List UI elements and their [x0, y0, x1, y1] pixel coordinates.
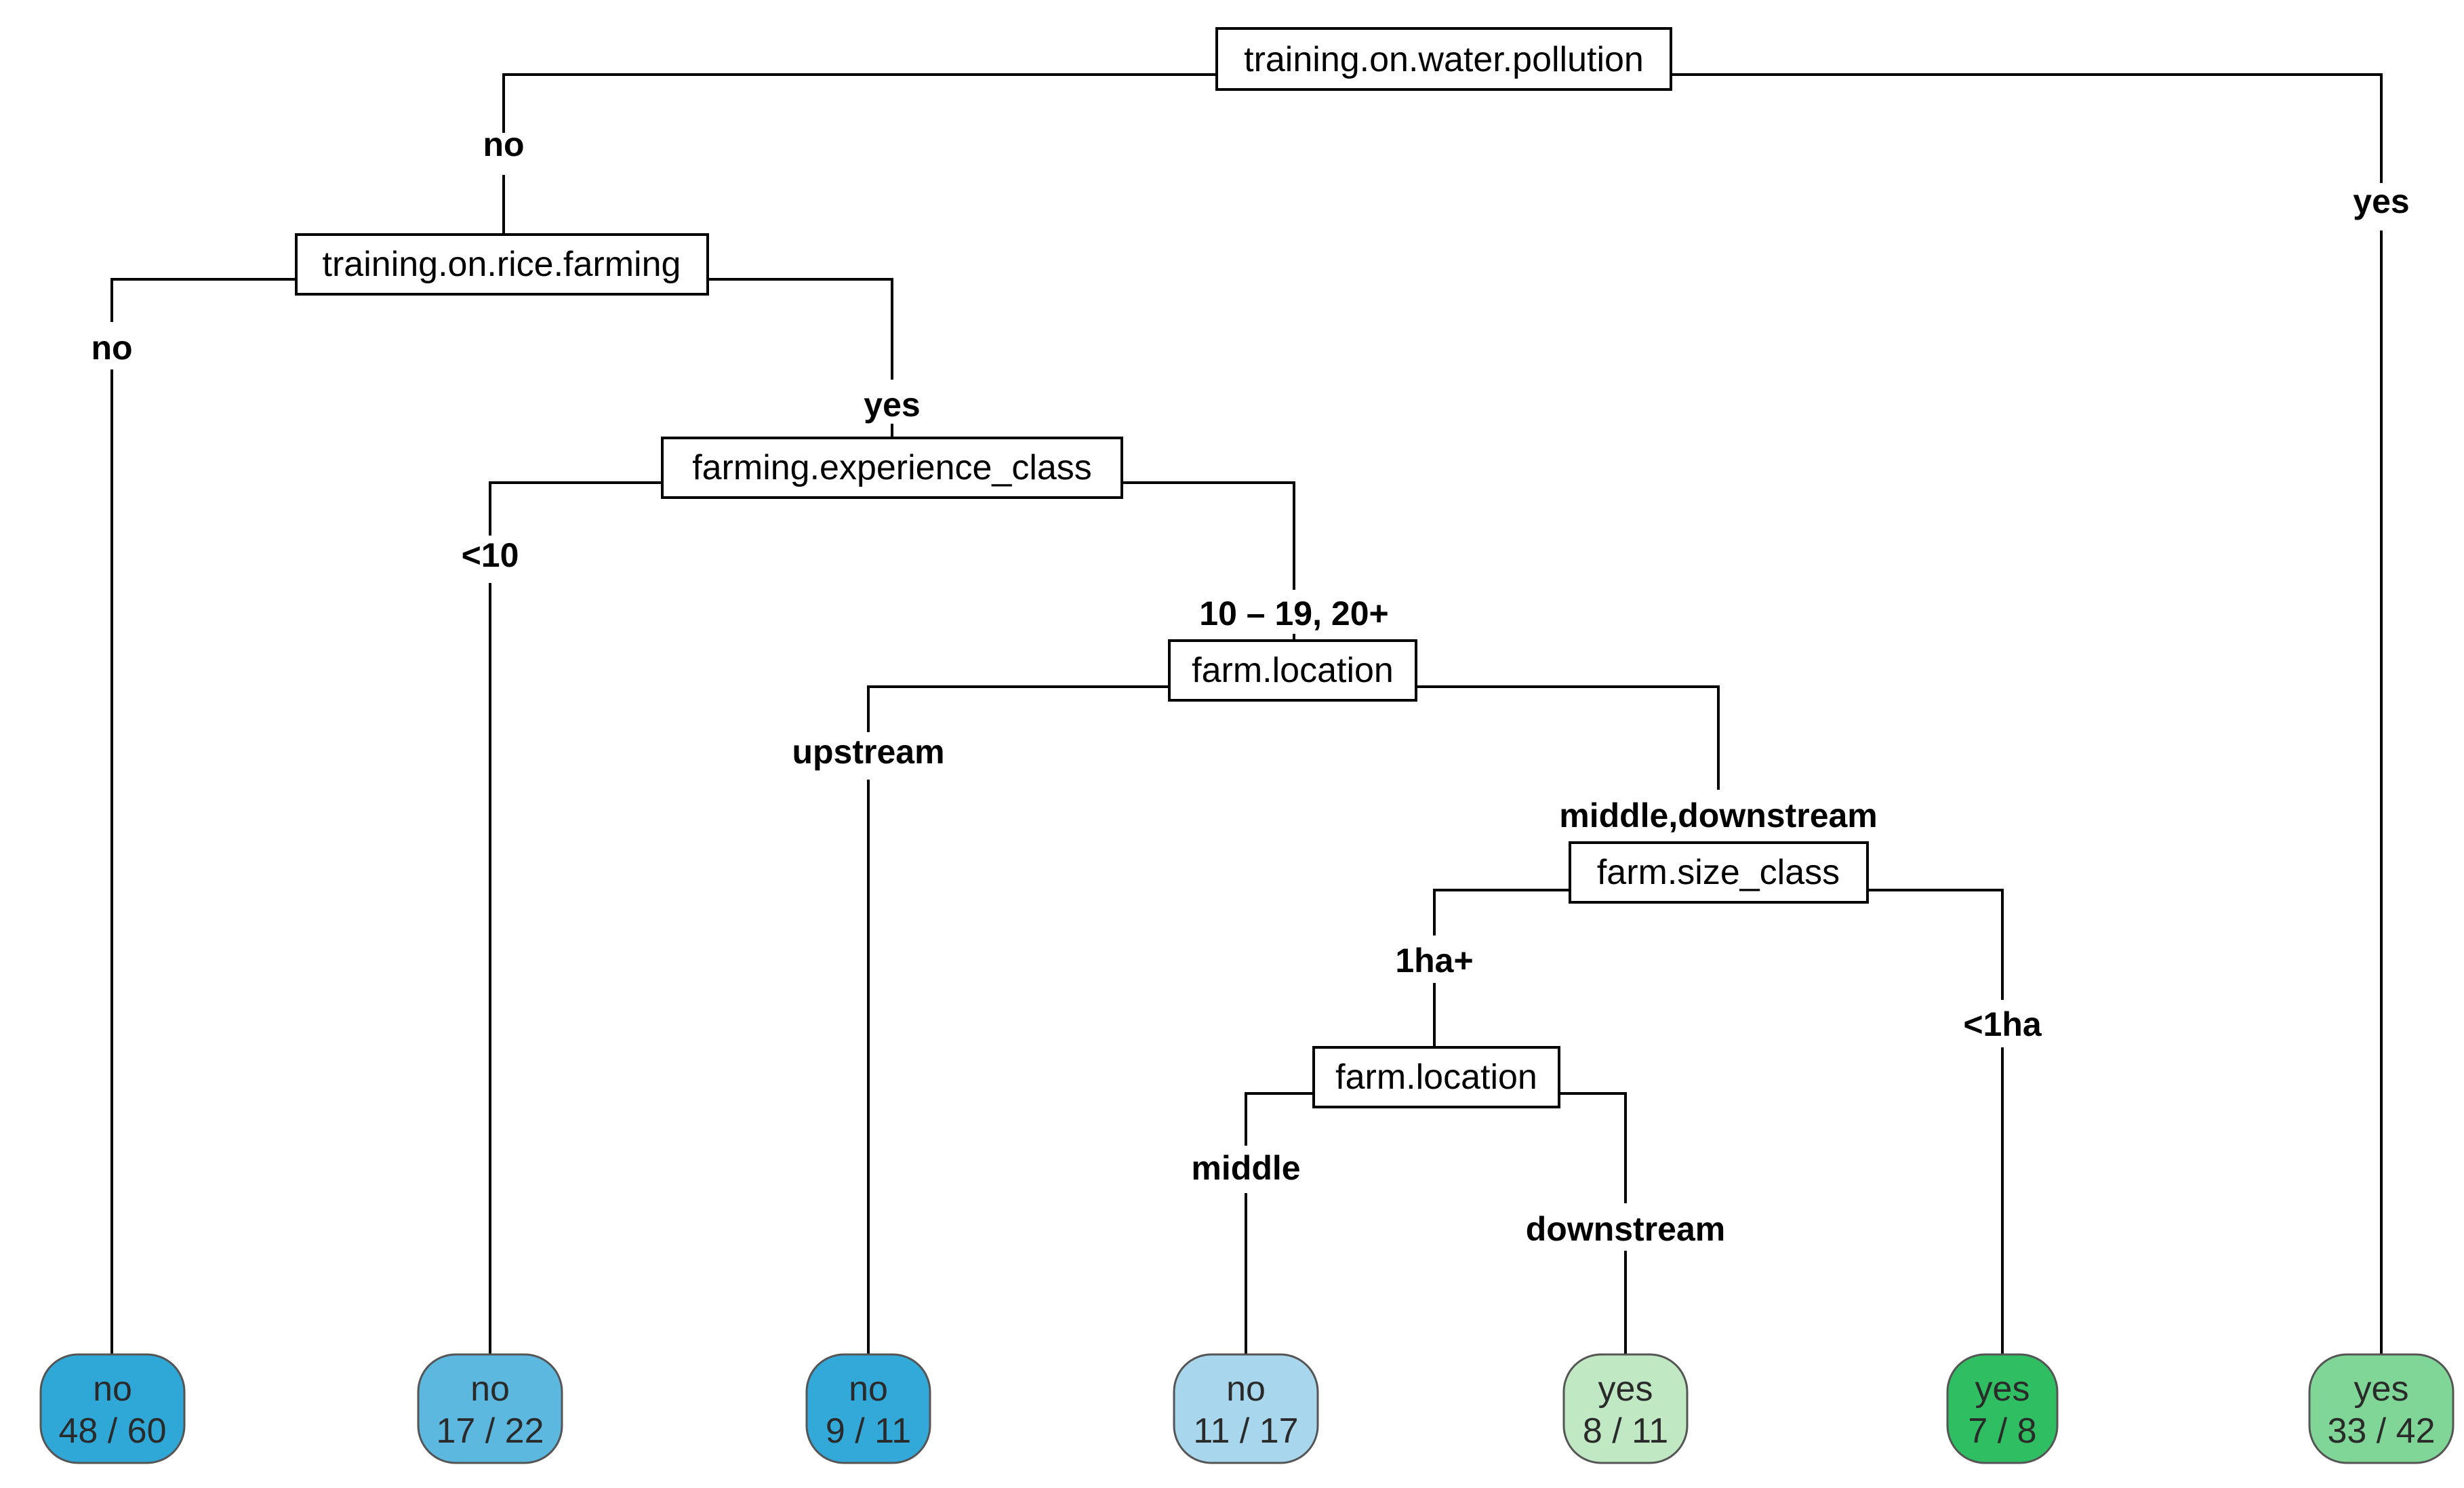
branch-label-size-left: 1ha+: [1395, 942, 1473, 980]
leaf-class: yes: [1975, 1369, 2030, 1409]
leaf-node-2: no 17 / 22: [417, 1353, 563, 1464]
split-node-location1: farm.location: [1168, 639, 1417, 702]
branch-label-loc1-right: middle,downstream: [1559, 797, 1878, 835]
leaf-node-3: no 9 / 11: [805, 1353, 931, 1464]
leaf-count: 8 / 11: [1583, 1411, 1668, 1451]
branch-label-loc1-left: upstream: [792, 733, 944, 771]
leaf-node-1: no 48 / 60: [39, 1353, 186, 1464]
leaf-shape: [2308, 1353, 2455, 1464]
branch-label-size-right: <1ha: [1963, 1005, 2042, 1043]
branch-label-exp-left: <10: [462, 536, 519, 574]
leaf-class: no: [470, 1369, 510, 1409]
tree-edges: [110, 73, 2383, 1363]
branch-label-exp-right: 10 – 19, 20+: [1199, 595, 1388, 632]
edge-exp-left: [489, 481, 662, 536]
leaf-class: yes: [2354, 1369, 2409, 1409]
edge-root-left: [502, 73, 1217, 133]
edge-loc2-left: [1245, 1092, 1314, 1146]
leaf-node-7: yes 33 / 42: [2308, 1353, 2455, 1464]
edge-rice-right: [708, 278, 893, 380]
leaf-count: 7 / 8: [1968, 1411, 2036, 1451]
branch-label-root-right: yes: [2353, 182, 2409, 220]
edge-root-right: [1671, 73, 2383, 183]
leaf-node-4: no 11 / 17: [1173, 1353, 1319, 1464]
split-node-experience: farming.experience_class: [661, 437, 1123, 499]
split-label: training.on.water.pollution: [1244, 40, 1644, 79]
edge-loc2-right: [1559, 1092, 1627, 1203]
leaf-class: no: [93, 1369, 132, 1409]
branch-label-root-left: no: [483, 125, 524, 163]
split-label: farming.experience_class: [692, 448, 1092, 487]
branch-label-rice-right: yes: [864, 386, 920, 424]
leaf-shape: [805, 1353, 931, 1464]
leaf-class: no: [1226, 1369, 1266, 1409]
edge-size-right: [1867, 889, 2004, 1000]
split-node-size: farm.size_class: [1569, 841, 1869, 904]
leaf-count: 17 / 22: [436, 1411, 544, 1451]
leaf-node-5: yes 8 / 11: [1562, 1353, 1689, 1464]
leaf-shape: [1946, 1353, 2059, 1464]
leaf-count: 11 / 17: [1193, 1411, 1298, 1451]
leaf-shape: [39, 1353, 186, 1464]
edge-loc1-left: [867, 685, 1169, 732]
split-box: [295, 233, 709, 296]
leaf-class: yes: [1598, 1369, 1653, 1409]
leaf-class: no: [849, 1369, 888, 1409]
leaf-count: 33 / 42: [2327, 1411, 2435, 1451]
split-node-root: training.on.water.pollution: [1215, 27, 1672, 91]
split-node-location2: farm.location: [1312, 1046, 1560, 1108]
branch-label-loc2-left: middle: [1191, 1149, 1300, 1187]
split-box: [661, 437, 1123, 499]
split-label: farm.location: [1192, 651, 1394, 690]
leaf-node-6: yes 7 / 8: [1946, 1353, 2059, 1464]
split-node-rice: training.on.rice.farming: [295, 233, 709, 296]
leaf-shape: [417, 1353, 563, 1464]
leaf-shape: [1173, 1353, 1319, 1464]
split-label: farm.location: [1335, 1058, 1537, 1097]
split-box: [1168, 639, 1417, 702]
leaf-count: 9 / 11: [826, 1411, 911, 1451]
split-box: [1215, 27, 1672, 91]
edge-exp-right: [1122, 481, 1295, 590]
leaf-shape: [1562, 1353, 1689, 1464]
edge-size-left: [1433, 889, 1570, 936]
split-label: farm.size_class: [1597, 853, 1840, 892]
split-box: [1569, 841, 1869, 904]
branch-label-rice-left: no: [91, 329, 132, 367]
edge-rice-left: [110, 278, 296, 322]
branch-labels: no yes no yes <10 10 – 19, 20+ upstream …: [91, 125, 2409, 1248]
branch-label-loc2-right: downstream: [1526, 1210, 1726, 1248]
split-label: training.on.rice.farming: [323, 245, 681, 284]
leaf-count: 48 / 60: [58, 1411, 166, 1451]
split-box: [1312, 1046, 1560, 1108]
edge-loc1-right: [1416, 685, 1720, 790]
